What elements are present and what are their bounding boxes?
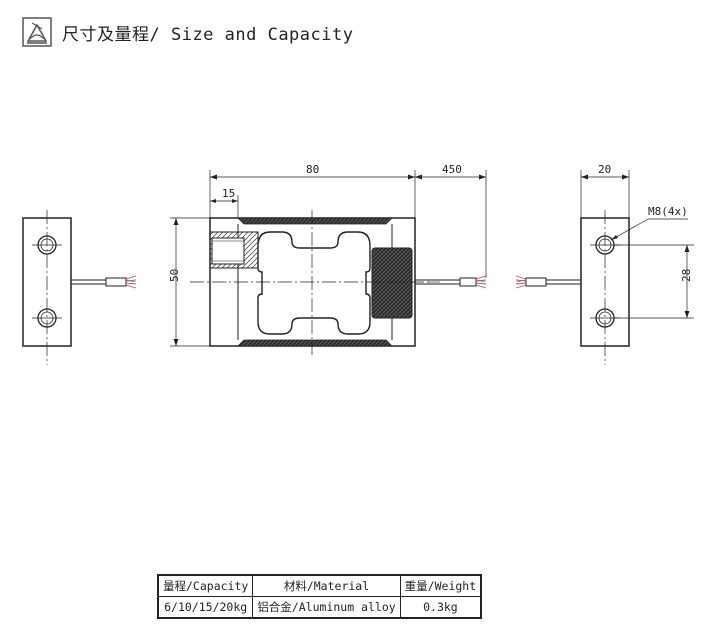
dim-cable-length: 450 [442,163,462,176]
table-row: 6/10/15/20kg 铝合金/Aluminum alloy 0.3kg [157,596,482,619]
dim-length: 80 [306,163,319,176]
header-capacity: 量程/Capacity [157,574,254,597]
dim-offset: 15 [222,187,235,200]
technical-drawing: 80 450 15 50 [22,163,694,365]
header-material: 材料/Material [252,574,401,597]
front-view [190,210,487,355]
front-view-dimensions: 80 450 15 50 [168,163,487,347]
load-cell-logo-icon [22,17,52,47]
header-weight: 重量/Weight [399,574,482,597]
dim-end-width: 20 [598,163,611,176]
cell-material: 铝合金/Aluminum alloy [252,596,401,619]
dim-thread: M8(4x) [648,205,688,218]
dim-height: 50 [168,269,181,282]
spec-table-header-row: 量程/Capacity 材料/Material 重量/Weight [157,574,482,597]
left-end-view [22,210,137,365]
cell-capacity: 6/10/15/20kg [157,596,254,619]
spec-table: 量程/Capacity 材料/Material 重量/Weight 6/10/1… [157,574,483,619]
dim-hole-spacing: 28 [680,269,693,282]
page-title: 尺寸及量程/ Size and Capacity [62,24,354,45]
end-view-dimensions: 20 M8(4x) 28 [580,163,694,319]
page-header: 尺寸及量程/ Size and Capacity [22,16,353,48]
cell-weight: 0.3kg [399,596,482,619]
right-end-view [515,210,630,365]
